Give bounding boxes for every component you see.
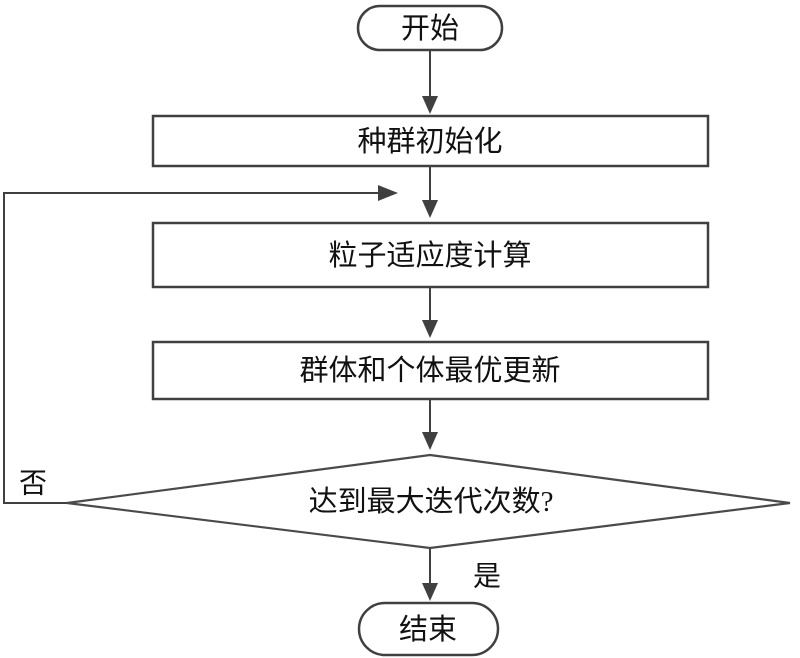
branch-label-no: 否 [19,469,47,500]
process-fitness-calc: 粒子适应度计算 [151,221,710,289]
branch-label-yes: 是 [473,562,501,593]
arrow-down-icon [422,96,438,114]
decision-max-iterations: 达到最大迭代次数? [66,453,791,550]
edge-decision-loop-back [3,185,398,504]
arrow-down-icon [422,432,438,450]
process-population-init: 种群初始化 [151,114,710,168]
edge-decision-to-end [422,548,438,601]
arrow-right-icon [378,185,398,201]
arrow-down-icon [422,320,438,338]
end-node-label: 结束 [399,613,457,646]
arrow-down-icon [422,583,438,601]
edge-line [3,192,380,504]
process-population-init-shape [151,114,710,168]
process-fitness-calc-shape [151,221,710,289]
decision-max-iterations-label: 达到最大迭代次数? [309,485,554,518]
start-node: 开始 [356,4,504,52]
edge-fitness-to-update [422,287,438,338]
edge-start-to-init [422,50,438,114]
edge-update-to-decision [422,399,438,450]
end-node-shape [357,601,500,657]
process-population-init-label: 种群初始化 [357,125,502,158]
process-best-update: 群体和个体最优更新 [151,340,710,401]
arrow-down-icon [422,200,438,218]
process-best-update-shape [151,340,710,401]
process-best-update-label: 群体和个体最优更新 [299,354,560,387]
start-node-shape [356,4,504,52]
decision-max-iterations-shape [66,453,791,550]
edge-init-to-fitness [422,166,438,218]
start-node-label: 开始 [401,12,459,45]
end-node: 结束 [357,601,500,657]
process-fitness-calc-label: 粒子适应度计算 [328,239,531,272]
